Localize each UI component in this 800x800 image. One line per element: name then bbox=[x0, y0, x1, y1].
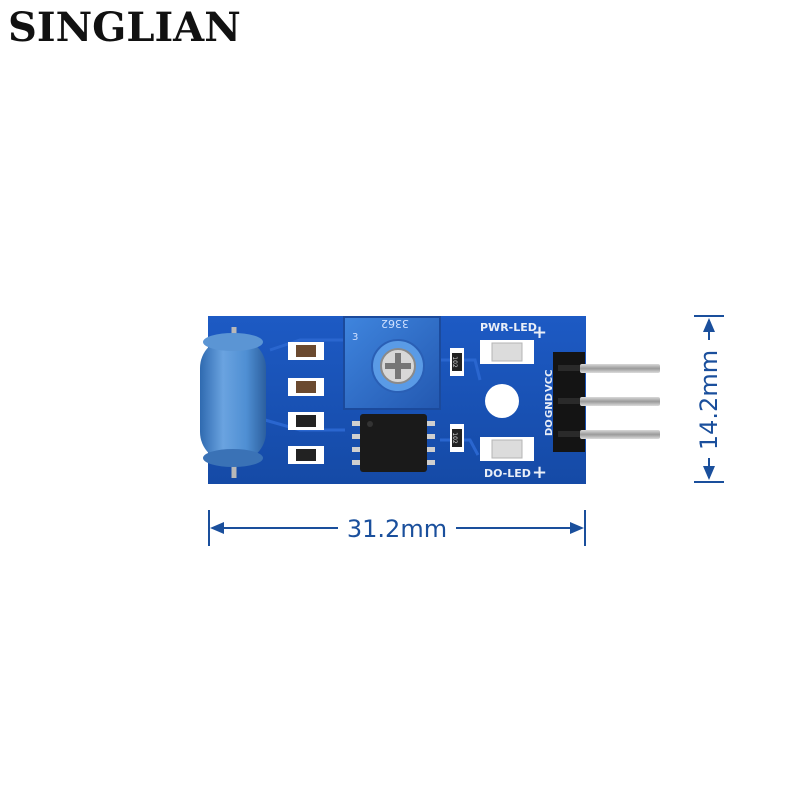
pwr-led-label: PWR-LED bbox=[480, 321, 537, 334]
pin-label-do: DO bbox=[544, 419, 555, 436]
vibration-switch bbox=[200, 327, 266, 478]
potentiometer: 3362 3 bbox=[343, 316, 441, 410]
height-label: 14.2mm bbox=[695, 350, 723, 450]
height-dimension: 14.2mm bbox=[694, 315, 724, 483]
do-led bbox=[480, 437, 534, 461]
smd-resistor-2 bbox=[288, 446, 324, 464]
do-led-label: DO-LED bbox=[484, 467, 531, 480]
width-dimension: 31.2mm bbox=[208, 510, 586, 546]
pin-gnd bbox=[580, 397, 660, 406]
smd-capacitor-2 bbox=[288, 378, 324, 396]
width-label: 31.2mm bbox=[347, 515, 447, 543]
resistor-code-1: 102 bbox=[451, 356, 458, 368]
smd-resistor-1 bbox=[288, 412, 324, 430]
smd-resistor-3: 102 bbox=[450, 348, 464, 376]
pin-do bbox=[580, 364, 660, 373]
smd-resistor-4: 102 bbox=[450, 424, 464, 452]
smd-capacitor-1 bbox=[288, 342, 324, 360]
brand-logo: SINGLIAN bbox=[8, 4, 241, 51]
pin-label-vcc: VCC bbox=[544, 370, 555, 392]
pot-pin-label: 3 bbox=[352, 332, 358, 343]
mounting-hole bbox=[485, 384, 519, 418]
pin-vcc bbox=[580, 430, 660, 439]
pwr-led-plus: + bbox=[532, 322, 547, 343]
pot-model-label: 3362 bbox=[381, 317, 409, 330]
resistor-code-2: 102 bbox=[451, 432, 458, 444]
pin-header bbox=[553, 352, 660, 452]
pin-label-gnd: GND bbox=[544, 393, 555, 418]
comparator-chip bbox=[352, 414, 435, 472]
pwr-led bbox=[480, 340, 534, 364]
do-led-plus: + bbox=[532, 462, 547, 483]
